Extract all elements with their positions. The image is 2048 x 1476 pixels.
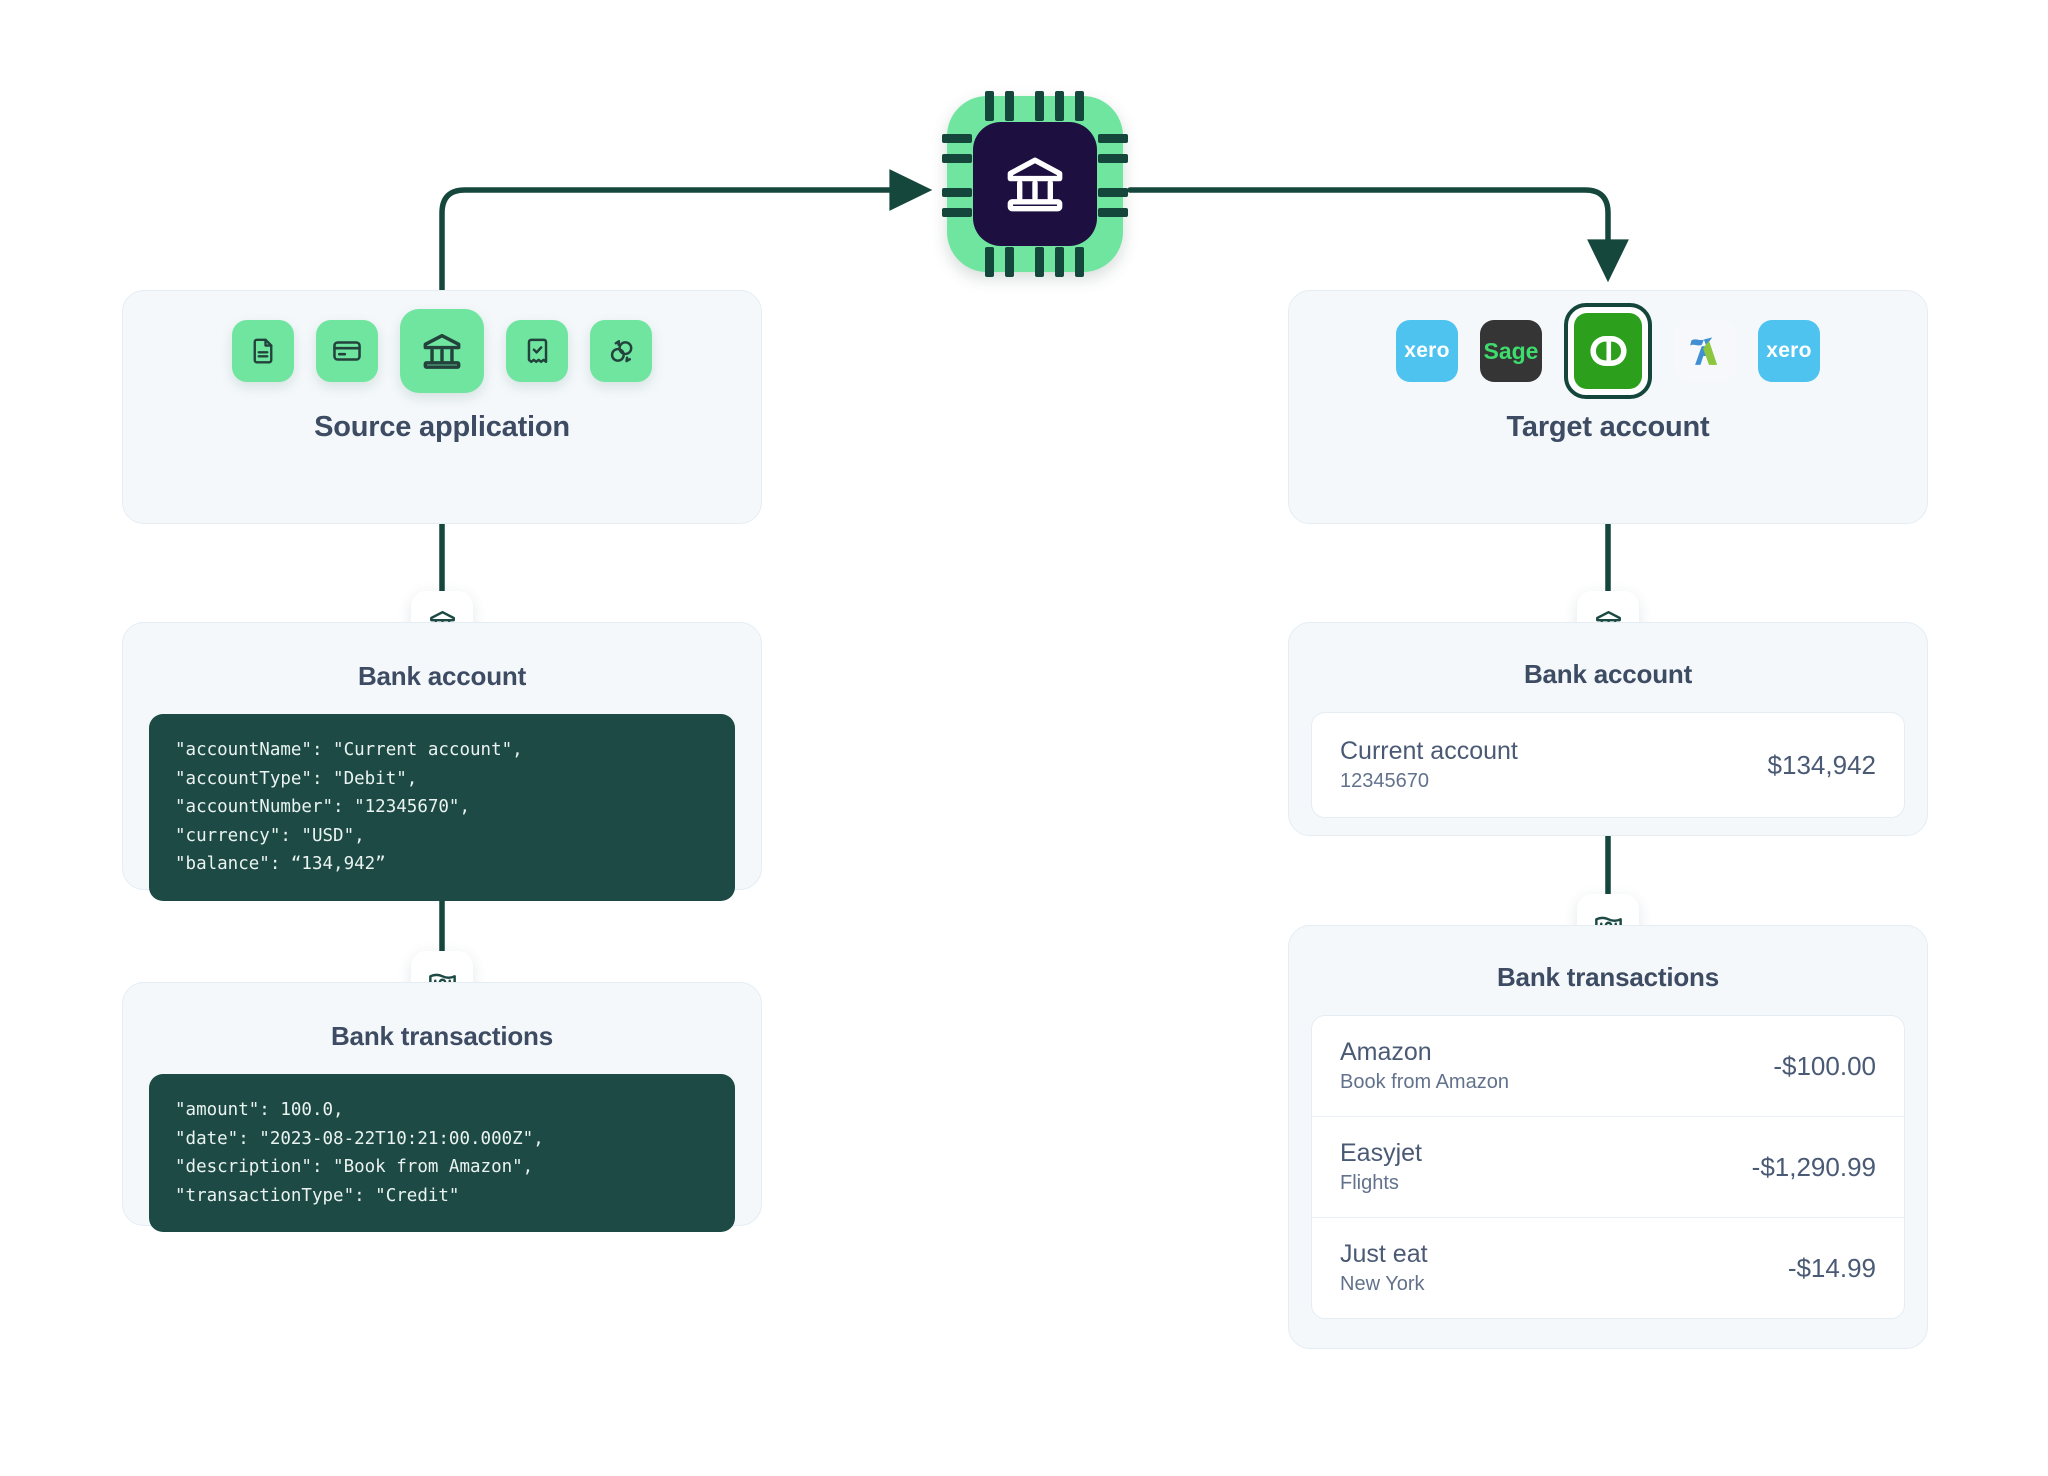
page-title-source: Source application	[314, 411, 570, 443]
account-card[interactable]: Current account 12345670 $134,942	[1311, 712, 1905, 818]
account-info: Current account 12345670	[1340, 735, 1518, 795]
transaction-name: Just eat	[1340, 1240, 1428, 1268]
xero-logo-label: xero	[1404, 339, 1450, 362]
bank-chip-icon	[942, 91, 1128, 277]
source-icon-credit-card[interactable]	[316, 320, 378, 382]
bank-icon	[1007, 157, 1063, 212]
bank-account-json: "accountName": "Current account", "accou…	[149, 714, 735, 901]
account-number: 12345670	[1340, 770, 1429, 792]
qb-glyph	[1590, 336, 1627, 366]
source-icon-document[interactable]	[232, 320, 294, 382]
sage-logo[interactable]: Sage	[1480, 320, 1542, 382]
transaction-name: Amazon	[1340, 1038, 1432, 1066]
freeagent-logo[interactable]	[1674, 320, 1736, 382]
xero-logo[interactable]: xero	[1396, 320, 1458, 382]
transaction-amount: -$100.00	[1773, 1050, 1876, 1081]
receipt-check-icon	[527, 338, 547, 363]
transaction-info: Amazon Book from Amazon	[1340, 1036, 1509, 1096]
bank-transactions-json: "amount": 100.0, "date": "2023-08-22T10:…	[149, 1074, 735, 1232]
section-title-bank-account: Bank account	[357, 661, 527, 691]
transaction-info: Easyjet Flights	[1340, 1137, 1422, 1197]
source-icon-receipt[interactable]	[506, 320, 568, 382]
chip-core	[973, 122, 1097, 246]
table-row[interactable]: Easyjet Flights -$1,290.99	[1312, 1116, 1904, 1217]
transaction-info: Just eat New York	[1340, 1238, 1428, 1298]
transaction-amount: -$14.99	[1787, 1252, 1876, 1283]
source-icon-bank[interactable]	[400, 309, 484, 393]
source-bank-account-panel: Bank account "accountName": "Current acc…	[122, 622, 762, 901]
section-title-bank-account: Bank account	[1523, 659, 1693, 689]
target-bank-account-panel: Bank account Current account 12345670 $1…	[1288, 622, 1928, 836]
page-title-target: Target account	[1506, 411, 1710, 443]
quickbooks-logo-selected[interactable]	[1564, 303, 1652, 399]
account-balance: $134,942	[1767, 749, 1876, 780]
sage-logo-label: Sage	[1483, 337, 1539, 364]
sync-icon	[610, 339, 632, 362]
account-name: Current account	[1340, 737, 1518, 765]
transaction-description: Book from Amazon	[1340, 1071, 1509, 1093]
transaction-name: Easyjet	[1340, 1139, 1422, 1167]
transaction-description: Flights	[1340, 1172, 1399, 1194]
account-row[interactable]: Current account 12345670 $134,942	[1312, 713, 1904, 817]
target-logo-row: xero Sage	[1289, 291, 1927, 411]
source-icon-row	[123, 291, 761, 411]
transaction-description: New York	[1340, 1273, 1425, 1295]
transaction-amount: -$1,290.99	[1751, 1151, 1876, 1182]
document-icon	[253, 338, 273, 364]
section-title-bank-transactions: Bank transactions	[1496, 962, 1719, 992]
source-application-panel: Source application	[122, 290, 762, 524]
table-row[interactable]: Just eat New York -$14.99	[1312, 1217, 1904, 1318]
source-bank-transactions-panel: Bank transactions "amount": 100.0, "date…	[122, 982, 762, 1232]
xero-logo[interactable]: xero	[1758, 320, 1820, 382]
freeagent-glyph	[1690, 337, 1718, 365]
section-title-bank-transactions: Bank transactions	[330, 1021, 553, 1051]
target-account-panel: xero Sage	[1288, 290, 1928, 524]
target-bank-transactions-panel: Bank transactions Amazon Book from Amazo…	[1288, 925, 1928, 1349]
table-row[interactable]: Amazon Book from Amazon -$100.00	[1312, 1016, 1904, 1116]
bank-icon	[423, 333, 461, 369]
xero-logo-label: xero	[1766, 339, 1812, 362]
credit-card-icon	[333, 341, 361, 361]
quickbooks-logo	[1574, 313, 1642, 389]
transactions-card[interactable]: Amazon Book from Amazon -$100.00 Easyjet…	[1311, 1015, 1905, 1319]
source-icon-sync[interactable]	[590, 320, 652, 382]
